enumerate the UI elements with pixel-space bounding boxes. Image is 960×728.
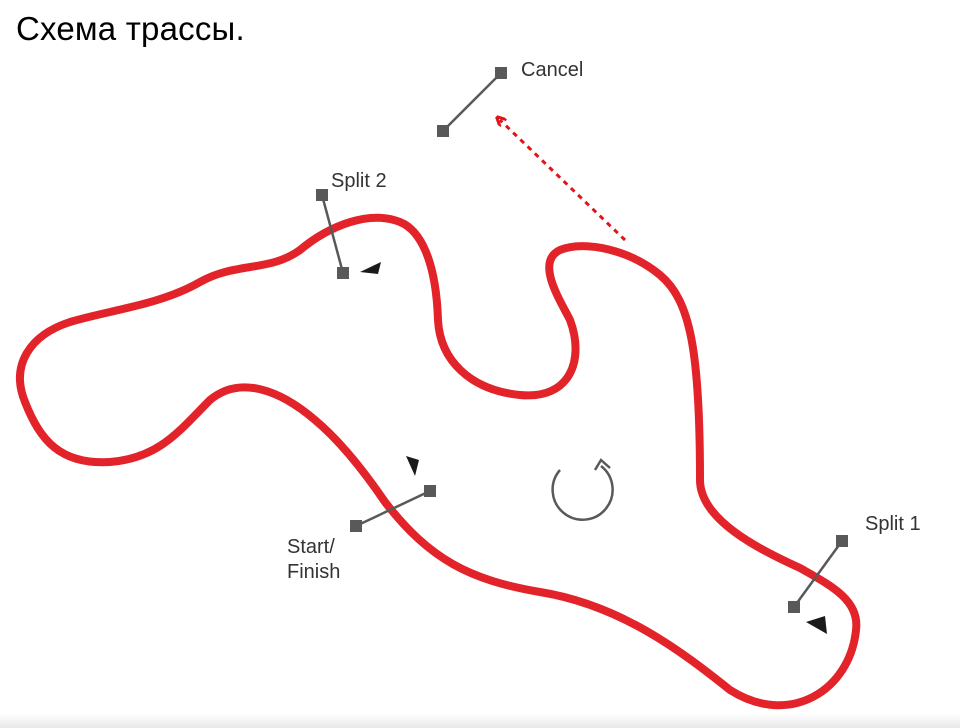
marker-end-square [836,535,848,547]
marker-end-square [337,267,349,279]
race-track [16,213,861,710]
start-finish-label-line1: Start/ [287,536,335,558]
marker-end-square [350,520,362,532]
direction-arrow-icon [360,262,381,274]
direction-arrow-icon [406,456,419,476]
dotted-arrow-icon [500,120,627,242]
marker-end-square [424,485,436,497]
split-1-marker [788,535,848,634]
start-finish-marker [350,456,436,532]
marker-end-square [437,125,449,137]
start-finish-label-line2: Finish [287,561,340,583]
marker-end-square [788,601,800,613]
marker-end-square [495,67,507,79]
split-2-marker [316,189,381,279]
page-title: Схема трассы. [16,10,245,47]
direction-arrow-icon [806,616,827,634]
clockwise-rotation-icon [551,458,614,521]
bottom-shadow-strip [0,714,960,728]
cancel-label: Cancel [521,59,583,81]
split-1-label: Split 1 [865,513,921,535]
marker-end-square [316,189,328,201]
cancel-marker [437,67,507,137]
split-2-label: Split 2 [331,170,387,192]
